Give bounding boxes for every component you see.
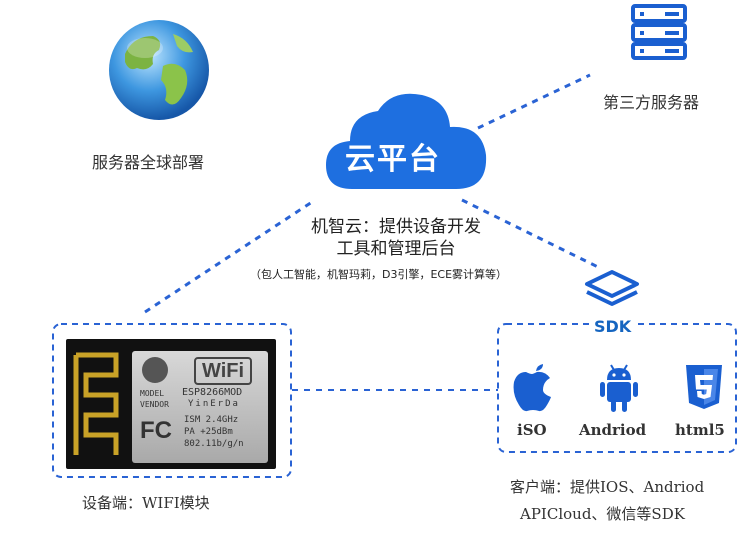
globe-label: 服务器全球部署 [92,149,204,173]
html5-icon [683,363,725,411]
sdk-label: SDK [592,317,633,336]
platform-desc-line1: 机智云：提供设备开发 [296,216,496,238]
line-device-to-cloud [145,200,315,312]
third-party-label: 第三方服务器 [603,89,699,113]
line-cloud-to-thirdparty [478,75,590,128]
device-label: 设备端：WIFI模块 [82,492,210,513]
module-spec2: PA +25dBm [184,427,233,437]
apple-icon [510,364,556,414]
android-icon [597,362,641,414]
module-vendor: YinErDa [188,399,240,409]
antenna-icon [70,345,130,465]
module-shield: WiFi MODEL ESP8266MOD VENDOR YinErDa FC … [132,351,268,463]
platform-desc-line2: 工具和管理后台 [296,238,496,260]
platform-desc-sub: （包人工智能，机智玛莉，D3引擎，ECE雾计算等） [250,266,507,282]
module-spec3: 802.11b/g/n [184,439,244,449]
platform-ios-label: iSO [517,421,547,439]
client-label-line2: APICloud、微信等SDK [520,503,685,524]
fcc-logo: FC [140,417,172,445]
module-model: ESP8266MOD [182,387,242,398]
cloud-label: 云平台 [345,134,441,178]
module-vendor-label2: VENDOR [140,400,169,409]
platform-android-label: Andriod [579,421,646,439]
platform-html5-label: html5 [675,421,725,439]
module-vendor-label: MODEL [140,389,164,398]
module-logo: WiFi [194,357,252,385]
globe-icon [103,14,215,126]
client-label-line1: 客户端：提供IOS、Andriod [510,476,704,497]
wifi-module: WiFi MODEL ESP8266MOD VENDOR YinErDa FC … [66,339,276,469]
layers-icon [583,268,641,314]
platform-desc: 机智云：提供设备开发 工具和管理后台 [296,216,496,260]
module-logo-badge [142,357,168,383]
server-icon [631,4,687,60]
module-spec1: ISM 2.4GHz [184,415,238,425]
